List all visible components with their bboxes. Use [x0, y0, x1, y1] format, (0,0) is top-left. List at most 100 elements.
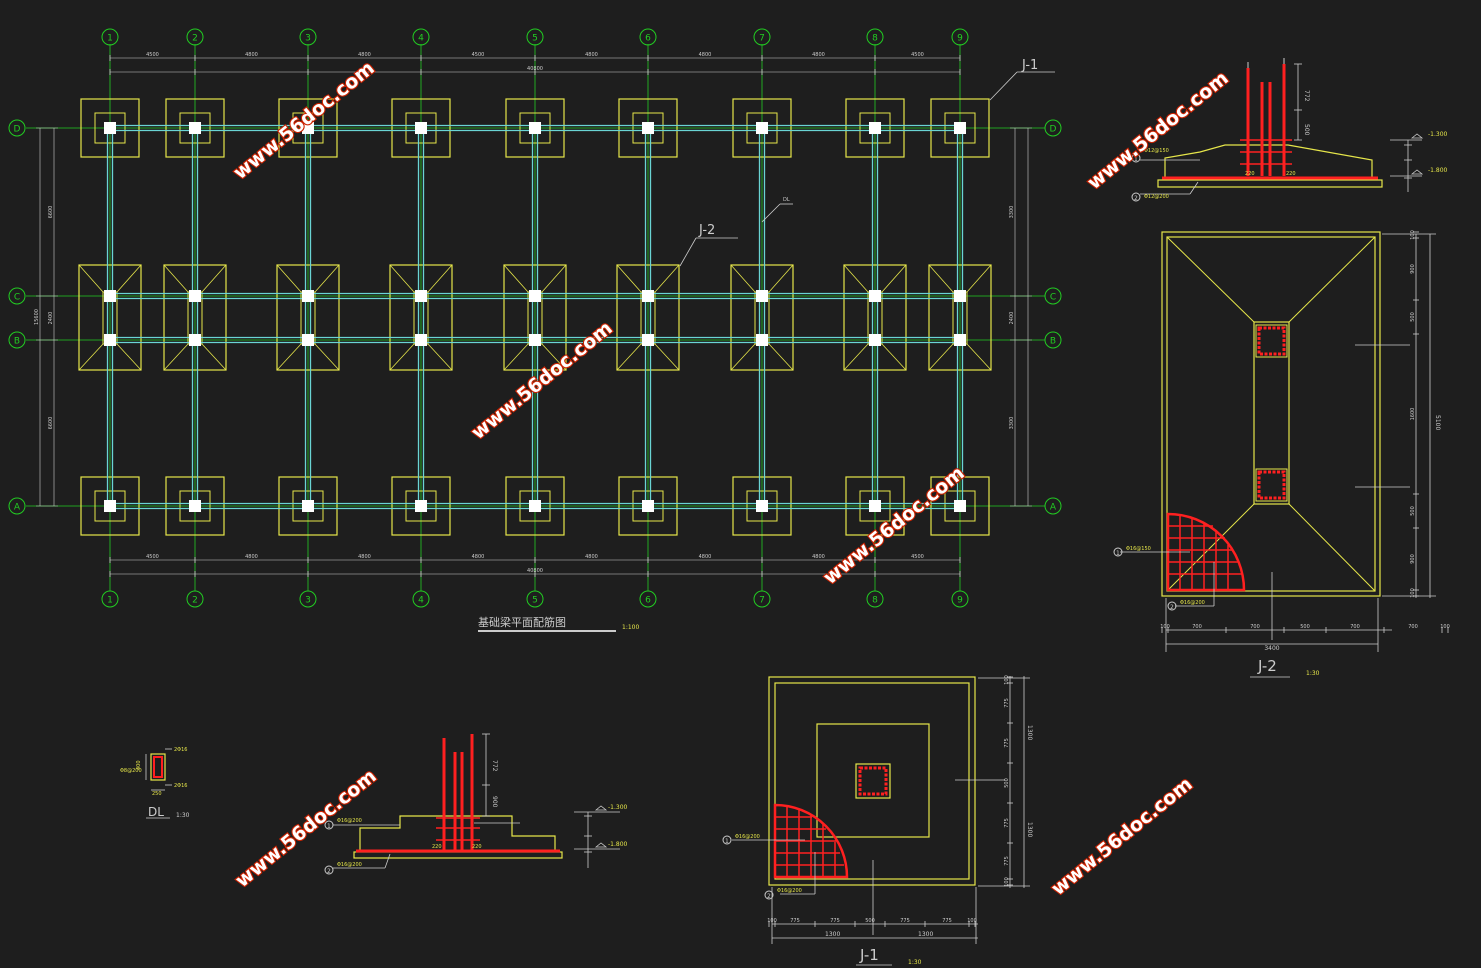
- j1-plan-scale: 1:30: [908, 959, 922, 966]
- footing-j2: [616, 264, 680, 371]
- dimension-text: 4800: [812, 52, 825, 58]
- j1-section-dim-a: 772: [1303, 90, 1310, 102]
- axis-letter-B: B: [1050, 337, 1056, 347]
- dimension-text: 500: [1300, 624, 1310, 630]
- column: [302, 500, 314, 512]
- footing-j2-slope: [78, 264, 104, 293]
- footing-j1-step: [944, 490, 976, 522]
- column: [104, 500, 116, 512]
- svg-text:2: 2: [767, 893, 771, 900]
- j2-section-mark-2: [324, 865, 334, 875]
- footing-j1-step: [519, 112, 551, 144]
- axis-number-6: 6: [645, 596, 651, 606]
- footing-j1: [391, 476, 451, 536]
- axis-bubble-5: [526, 28, 544, 46]
- footing-j2-slope: [768, 343, 794, 371]
- j1-plan-mark-2: [764, 890, 774, 900]
- column: [302, 334, 314, 346]
- j1-section-base-b: 220: [1286, 171, 1296, 177]
- dimension-text: 4800: [245, 52, 258, 58]
- footing-j2-slope: [881, 264, 907, 293]
- column: [415, 334, 427, 346]
- axis-number-9: 9: [957, 34, 963, 44]
- dimension-text: 775: [830, 918, 840, 924]
- axis-letter-B: B: [14, 337, 20, 347]
- j2-plan-label-2: Φ16@200: [1180, 600, 1205, 606]
- watermark-6: www.56doc.com: [1047, 773, 1196, 900]
- axis-bubble-A: [1044, 497, 1062, 515]
- watermark-4: www.56doc.com: [1083, 67, 1232, 194]
- dimension-text: 2400: [48, 312, 54, 325]
- footing-j1: [618, 98, 678, 158]
- dimension-text: 900: [1410, 554, 1416, 564]
- footing-j2-slope: [314, 264, 340, 293]
- footing-j2: [503, 264, 567, 371]
- footing-j2-slope: [276, 343, 302, 371]
- dimension-text: 4500: [911, 554, 924, 560]
- beam-scale: 1:30: [176, 812, 190, 819]
- footing-j1-step: [179, 490, 211, 522]
- svg-text:2: 2: [1134, 195, 1138, 202]
- axis-bubble-7: [753, 590, 771, 608]
- footing-j1: [732, 476, 792, 536]
- footing-j2-slope: [163, 343, 189, 371]
- footing-j2: [78, 264, 142, 371]
- j2-plan-scale: 1:30: [1306, 670, 1320, 677]
- footing-j2-slope: [654, 343, 680, 371]
- column: [869, 122, 881, 134]
- dimension-text: 4800: [358, 52, 371, 58]
- dimension-text: 900: [1410, 264, 1416, 274]
- axis-letter-A: A: [1050, 503, 1057, 513]
- dimension-text: 100: [1160, 624, 1170, 630]
- axis-bubble-D: [8, 119, 26, 137]
- column: [529, 334, 541, 346]
- axis-number-8: 8: [872, 596, 878, 606]
- footing-j2-slope: [78, 343, 104, 371]
- footing-j2-slope: [389, 343, 415, 371]
- column: [415, 500, 427, 512]
- dimension-text: 4800: [585, 52, 598, 58]
- axis-bubble-6: [639, 28, 657, 46]
- column: [756, 500, 768, 512]
- footing-j2-slope: [768, 264, 794, 293]
- dimension-text: 100: [1440, 624, 1450, 630]
- beam-bottom-bars: 2Φ16: [174, 783, 187, 789]
- column: [104, 334, 116, 346]
- j2-plan-mark-1: [1113, 547, 1123, 557]
- axis-letter-D: D: [1050, 125, 1057, 135]
- footing-j2-slope: [541, 264, 567, 293]
- footing-j1: [505, 476, 565, 536]
- footing-j1-step: [746, 490, 778, 522]
- column: [954, 500, 966, 512]
- footing-j1-step: [405, 112, 437, 144]
- svg-text:1: 1: [1116, 550, 1120, 557]
- j1-plan-bottom-half-left: 1300: [825, 931, 840, 938]
- footing-j1: [391, 98, 451, 158]
- footing-j2-slope: [276, 264, 302, 293]
- axis-number-4: 4: [418, 596, 424, 606]
- column: [529, 290, 541, 302]
- footing-j2-slope: [314, 343, 340, 371]
- axis-bubble-B: [1044, 331, 1062, 349]
- dimension-text: 6600: [48, 206, 54, 219]
- footing-j1: [80, 98, 140, 158]
- axis-number-2: 2: [192, 596, 198, 606]
- watermarks: www.56doc.com www.56doc.com www.56doc.co…: [228, 56, 1234, 901]
- j1-plan-bottom-half-right: 1300: [918, 931, 933, 938]
- dimension-text: 500: [865, 918, 875, 924]
- footing-j1-step: [179, 112, 211, 144]
- footing-j2-slope: [730, 343, 756, 371]
- dimension-text: 4800: [358, 554, 371, 560]
- beam-top-bars: 2Φ16: [174, 747, 187, 753]
- column: [869, 334, 881, 346]
- axis-number-8: 8: [872, 34, 878, 44]
- column: [642, 122, 654, 134]
- j2-section-dim-b: 900: [491, 796, 498, 808]
- footing-j2-slope: [966, 264, 992, 293]
- dimension-text: 4500: [472, 52, 485, 58]
- axis-number-5: 5: [532, 34, 538, 44]
- j1-plan-label-1: Φ16@200: [735, 834, 760, 840]
